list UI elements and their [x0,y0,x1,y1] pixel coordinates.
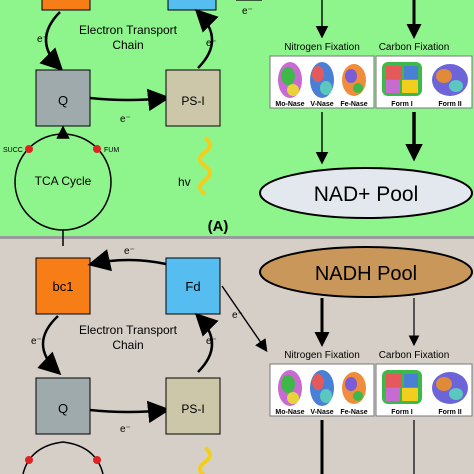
bottom-enzyme-fe-nase: Fe-Nase [340,409,367,416]
bottom-bc1-label: bc1 [53,279,74,294]
top-fd-box-partial [167,0,217,11]
top-e-label-bottom: e⁻ [120,114,131,125]
top-succ-node [25,145,33,153]
bottom-psi-label: PS-I [181,402,204,416]
top-mo-nase-structure [278,62,302,98]
bottom-form-i-structure [382,370,422,404]
top-enzyme-form-ii: Form II [438,101,461,108]
bottom-fd-label: Fd [185,279,200,294]
bottom-e-label-right: e⁻ [206,336,217,347]
bottom-etc-label-line1: Electron Transport [79,323,178,337]
top-e-label-upper: e⁻ [242,6,253,17]
top-succ-label: SUCC [3,147,23,154]
bottom-q-label: Q [58,401,68,416]
top-nitrogen-title: Nitrogen Fixation [284,42,360,53]
bottom-etc-right-arrow [194,312,219,373]
top-etc-label-line2: Chain [112,38,143,52]
top-panel-label: (A) [208,218,229,235]
bottom-enzyme-form-i: Form I [391,409,412,416]
top-nad-pool [259,167,473,219]
top-q-label: Q [58,93,68,108]
bottom-etc-top-arrow [87,249,167,272]
bottom-enzyme-mo-nase: Mo-Nase [275,409,304,416]
top-form-ii-structure [432,64,468,96]
bottom-e-label-fixation: e⁻ [232,310,243,321]
top-etc-bottom-arrow [89,88,171,112]
bottom-light-squiggle [198,446,212,474]
bottom-enzyme-v-nase: V-Nase [310,409,333,416]
bottom-succ-node [25,456,33,464]
top-etc-right-arrow [194,8,219,69]
top-psi-box [165,69,221,127]
bottom-etc-label-line2: Chain [112,338,143,352]
top-fum-node [93,145,101,153]
bottom-psi-box [165,377,221,435]
bottom-etc-left-arrow [37,315,62,376]
bottom-form-ii-structure [432,372,468,404]
bottom-fum-node [93,456,101,464]
bottom-nadh-pool [259,246,473,298]
top-enzyme-v-nase: V-Nase [310,101,333,108]
top-tca-label: TCA Cycle [35,174,92,188]
bottom-mo-nase-structure [278,370,302,406]
top-enzyme-fe-nase: Fe-Nase [340,101,367,108]
bottom-carbon-title: Carbon Fixation [379,350,450,361]
top-enzyme-form-i: Form I [391,101,412,108]
top-hv-label: hv [178,175,191,189]
top-carbon-title: Carbon Fixation [379,42,450,53]
bottom-enzyme-form-ii: Form II [438,409,461,416]
bottom-nadh-pool-label: NADH Pool [315,263,417,285]
bottom-fe-nase-structure [342,372,366,404]
top-fum-label: FUM [104,147,119,154]
bottom-e-label-top: e⁻ [124,246,135,257]
bottom-fd-box [165,257,221,315]
top-enzyme-mo-nase: Mo-Nase [275,101,304,108]
top-etc-label-line1: Electron Transport [79,23,178,37]
top-e-label-right: e⁻ [206,38,217,49]
top-q-box [35,69,91,127]
bottom-e-label-bottom: e⁻ [120,424,131,435]
top-nad-pool-label: NAD+ Pool [314,183,418,206]
bottom-fd-to-nitrogen-arrow [221,285,268,353]
top-psi-label: PS-I [181,94,204,108]
bottom-q-box [35,377,91,435]
top-light-squiggle [198,136,212,196]
bottom-v-nase-structure [310,370,334,406]
bottom-bc1-box [35,257,91,315]
bottom-nitrogen-title: Nitrogen Fixation [284,350,360,361]
bottom-e-label-left: e⁻ [31,336,42,347]
panel-divider [0,236,474,239]
top-etc-left-arrow [39,11,64,72]
top-bc1-box-partial [41,0,91,11]
top-fe-nase-structure [342,64,366,96]
top-v-nase-structure [310,62,334,98]
bottom-etc-bottom-arrow [89,400,171,424]
top-e-label-left: e⁻ [37,34,48,45]
top-form-i-structure [382,62,422,96]
